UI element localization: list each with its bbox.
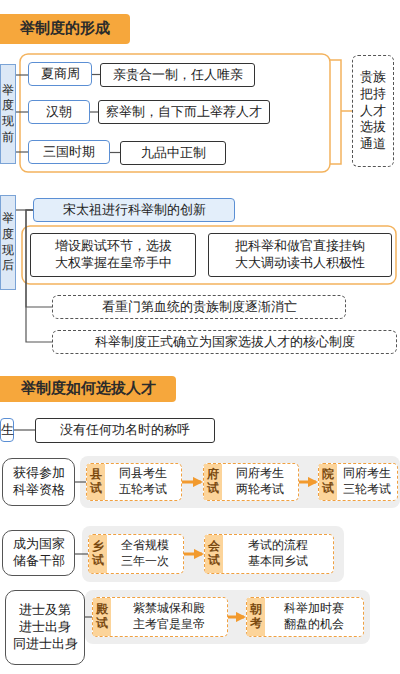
exam-box: 朝考科举加时赛 翻盘的机会 [246, 597, 364, 637]
node-text: 紫禁城保和殿 主考官是皇帝 [111, 598, 227, 636]
node-text: 没有任何功名时的称呼 [60, 422, 190, 439]
node-text: 举 度 现 后 [2, 211, 14, 273]
node-text: 九品中正制 [141, 145, 206, 162]
node-text: 举制度的形成 [20, 19, 110, 39]
section-header: 举制度如何选拔人才 [0, 376, 176, 402]
side-label: 举 度 现 后 [0, 195, 16, 290]
group-frame [20, 54, 330, 172]
connector-line [110, 152, 120, 153]
note-box: 没有任何功名时的称呼 [35, 418, 215, 443]
node-text: 成为国家 储备干部 [6, 536, 71, 570]
stage-box: 成为国家 储备干部 [2, 530, 75, 576]
era-box: 三国时期 [28, 140, 110, 164]
exam-label: 乡试 [89, 535, 107, 573]
term-box: 生 [0, 418, 14, 442]
node-text: 举 度 现 前 [2, 83, 14, 145]
connector-line [75, 553, 88, 554]
node-text: 贵族 把持 人才 选拔 通道 [357, 69, 389, 153]
note-box: 把科举和做官直接挂钩 大大调动读书人积极性 [208, 233, 392, 277]
connector-line [14, 429, 35, 430]
node-text: 科举加时赛 翻盘的机会 [265, 598, 363, 636]
node-text: 宋太祖进行科举制的创新 [63, 202, 206, 219]
era-box: 夏商周 [28, 62, 92, 86]
note-box: 九品中正制 [120, 141, 226, 165]
era-box: 汉朝 [28, 100, 90, 124]
group-frame [22, 226, 396, 284]
node-text: 三国时期 [43, 144, 95, 161]
node-text: 增设殿试环节，选拔 大权掌握在皇帝手中 [35, 238, 191, 272]
stage-box: 获得参加 科举资格 [2, 458, 75, 506]
exam-box: 府试同府考生 两轮考试 [203, 463, 299, 501]
connector-line [16, 151, 28, 152]
node-text: 全省规模 三年一次 [107, 535, 183, 573]
node-text: 把科举和做官直接挂钩 大大调动读书人积极性 [213, 238, 387, 272]
flow-arrow [299, 481, 316, 484]
stage-band [82, 526, 344, 582]
result-box: 科举制度正式确立为国家选拔人才的核心制度 [52, 330, 397, 354]
node-text: 同府考生 两轮考试 [222, 464, 298, 500]
node-text: 科举制度正式确立为国家选拔人才的核心制度 [95, 334, 355, 351]
stage-band [85, 590, 370, 644]
exam-box: 会试考试的流程 基本同乡试 [204, 534, 334, 574]
node-text: 考试的流程 基本同乡试 [223, 535, 333, 573]
section-header: 举制度的形成 [0, 14, 130, 44]
node-text: 汉朝 [46, 104, 72, 121]
reform-box: 宋太祖进行科举制的创新 [33, 198, 235, 222]
connector-line [75, 481, 86, 482]
exam-box: 县试同县考生 五轮考试 [86, 463, 182, 501]
node-text: 夏商周 [41, 66, 80, 83]
node-text: 同县考生 五轮考试 [105, 464, 181, 500]
connector-line [90, 111, 98, 112]
node-text: 同府考生 三轮考试 [337, 464, 397, 500]
note-box: 增设殿试环节，选拔 大权掌握在皇帝手中 [30, 233, 196, 277]
exam-label: 会试 [205, 535, 223, 573]
group-bracket [330, 60, 352, 164]
node-text: 察举制，自下而上举荐人才 [106, 104, 262, 121]
node-text: 进士及第 进士出身 同进士出身 [9, 602, 81, 653]
exam-box: 殿试紫禁城保和殿 主考官是皇帝 [92, 597, 228, 637]
summary-box: 贵族 把持 人才 选拔 通道 [352, 55, 394, 167]
connector-line [92, 74, 100, 75]
exam-box: 乡试全省规模 三年一次 [88, 534, 184, 574]
node-text: 看重门第血统的贵族制度逐渐消亡 [102, 299, 297, 316]
exam-label: 县试 [87, 464, 105, 500]
note-box: 亲贵合一制，任人唯亲 [100, 63, 255, 87]
connector-line [16, 111, 28, 112]
note-box: 察举制，自下而上举荐人才 [98, 100, 270, 124]
stage-box: 进士及第 进士出身 同进士出身 [5, 590, 85, 665]
flow-arrow [184, 553, 202, 556]
exam-box: 院试同府考生 三轮考试 [318, 463, 398, 501]
exam-label: 府试 [204, 464, 222, 500]
node-text: 亲贵合一制，任人唯亲 [113, 67, 243, 84]
exam-label: 院试 [319, 464, 337, 500]
exam-label: 朝考 [247, 598, 265, 636]
connector-line [16, 74, 28, 75]
result-box: 看重门第血统的贵族制度逐渐消亡 [52, 295, 346, 319]
node-text: 生 [1, 422, 14, 439]
node-text: 获得参加 科举资格 [6, 465, 71, 499]
exam-label: 殿试 [93, 598, 111, 636]
connector-line [85, 616, 92, 617]
flow-arrow [182, 481, 201, 484]
side-label: 举 度 现 前 [0, 64, 16, 164]
stage-band [80, 456, 400, 508]
node-text: 举制度如何选拔人才 [21, 379, 156, 399]
flow-arrow [228, 616, 244, 619]
